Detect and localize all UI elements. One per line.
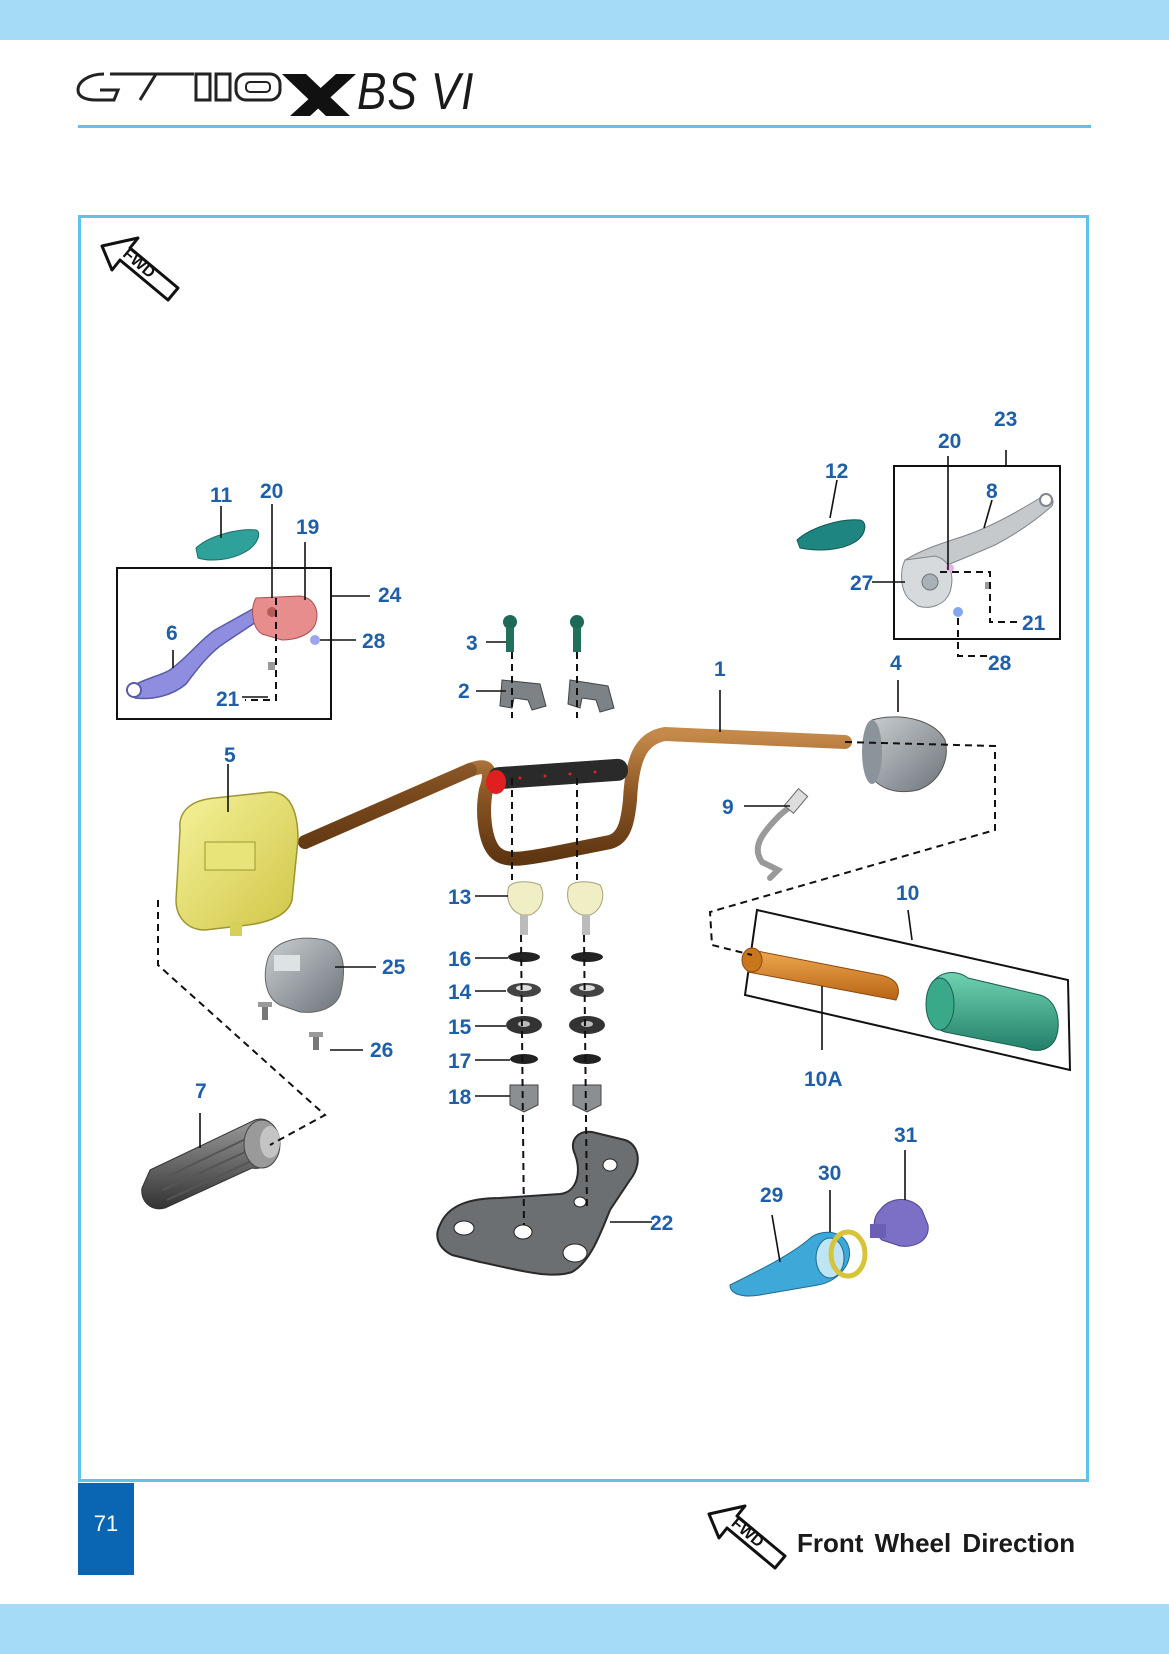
- adjuster-28-right: [953, 607, 963, 617]
- callout-14: 14: [448, 981, 472, 1004]
- adjuster-28-left: [310, 635, 320, 645]
- callout-1: 1: [714, 658, 726, 681]
- right-lever-cover: [796, 519, 866, 551]
- top-band: [0, 0, 1169, 40]
- callout-21-left: 21: [216, 688, 240, 711]
- left-lever-assembly-box: [116, 567, 332, 720]
- callout-17: 17: [448, 1050, 471, 1073]
- page-number-box: 71: [78, 1483, 134, 1575]
- callout-7: 7: [195, 1080, 207, 1103]
- right-lever: [904, 493, 1054, 575]
- callout-8: 8: [986, 480, 998, 503]
- clamp-25: [264, 937, 344, 1013]
- diagram-frame: [78, 215, 1089, 1482]
- upper-clamp-left: [499, 679, 547, 711]
- left-lever-cover: [195, 529, 260, 561]
- pin-21-right: [985, 582, 991, 589]
- washer-17-left: [510, 1054, 538, 1064]
- callout-2: 2: [458, 680, 470, 703]
- bar-end-weight: [862, 716, 947, 793]
- left-switch-housing: [175, 791, 299, 936]
- callout-12: 12: [825, 460, 848, 483]
- callout-24: 24: [378, 584, 402, 607]
- callout-16: 16: [448, 948, 471, 971]
- pin-21-left: [268, 662, 275, 670]
- left-lever-perch: [252, 595, 318, 641]
- handlebar: [298, 726, 852, 866]
- fwd-legend-icon: FWD: [707, 1504, 787, 1570]
- nut-18-right: [572, 1084, 602, 1113]
- reference-lines: [157, 571, 1020, 1226]
- left-grip: [141, 1118, 281, 1210]
- screw-26b: [309, 1032, 323, 1050]
- upper-clamp-right: [567, 679, 615, 713]
- washer-16-left: [508, 952, 540, 962]
- washer-16-right: [571, 952, 603, 962]
- riser-right: [567, 881, 604, 916]
- callout-29: 29: [760, 1184, 783, 1207]
- right-lever-assembly-box: [893, 465, 1061, 640]
- callout-31: 31: [894, 1124, 918, 1147]
- riser-stud-left: [520, 915, 528, 935]
- riser-left: [507, 881, 544, 916]
- clamp-bolt-left: [503, 615, 517, 652]
- callout-25: 25: [382, 956, 406, 979]
- right-grip: [925, 972, 1059, 1051]
- washer-17-right: [573, 1054, 601, 1064]
- cable-guide: [754, 797, 801, 881]
- handlebar-knurl: [488, 758, 628, 790]
- leader-lines: [172, 450, 1007, 1263]
- callout-4: 4: [890, 652, 902, 675]
- callout-11: 11: [210, 484, 233, 507]
- callout-10: 10: [896, 882, 919, 905]
- o-ring-30: [828, 1229, 868, 1279]
- callout-28-left: 28: [362, 630, 386, 653]
- callout-27: 27: [850, 572, 873, 595]
- bushing-15-right: [569, 1016, 605, 1034]
- callout-30: 30: [818, 1162, 841, 1185]
- callout-18: 18: [448, 1086, 472, 1109]
- callout-22: 22: [650, 1212, 673, 1235]
- cap-31: [870, 1199, 929, 1247]
- bottom-band: [0, 1604, 1169, 1654]
- callout-labels: 1 2 3 4 5 6 7 8 9 10 10A 11 12 13 14 15 …: [166, 408, 1046, 1235]
- callout-26: 26: [370, 1039, 393, 1062]
- model-suffix: BS VI: [357, 63, 475, 121]
- nut-18-left: [509, 1084, 539, 1113]
- bushing-14-left: [507, 983, 541, 997]
- bushing-15-left: [506, 1016, 542, 1034]
- bushing-14-right: [570, 983, 604, 997]
- callout-21-right: 21: [1022, 612, 1046, 635]
- callout-20-right: 20: [938, 430, 961, 453]
- header-divider: [78, 125, 1091, 128]
- callout-9: 9: [722, 796, 734, 819]
- fwd-arrow-icon: FWD: [100, 236, 180, 302]
- model-logo: [76, 72, 356, 116]
- top-bracket: [436, 1130, 639, 1276]
- left-lever: [126, 602, 270, 700]
- callout-23: 23: [994, 408, 1017, 431]
- riser-stud-right: [582, 915, 590, 935]
- legend-text: Front Wheel Direction: [797, 1528, 1076, 1558]
- callout-10a: 10A: [804, 1068, 843, 1091]
- callout-6: 6: [166, 622, 178, 645]
- callout-5: 5: [224, 744, 236, 767]
- clamp-bolt-right: [570, 615, 584, 652]
- callout-15: 15: [448, 1016, 472, 1039]
- callout-20-left: 20: [260, 480, 283, 503]
- callout-13: 13: [448, 886, 471, 909]
- throttle-housing-29: [729, 1231, 850, 1297]
- callout-3: 3: [466, 632, 478, 655]
- callout-19: 19: [296, 516, 319, 539]
- page-number: 71: [93, 1511, 119, 1536]
- screw-26a: [258, 1002, 272, 1020]
- throttle-tube: [741, 947, 899, 1001]
- callout-28-right: 28: [988, 652, 1012, 675]
- right-lever-perch: [901, 555, 954, 608]
